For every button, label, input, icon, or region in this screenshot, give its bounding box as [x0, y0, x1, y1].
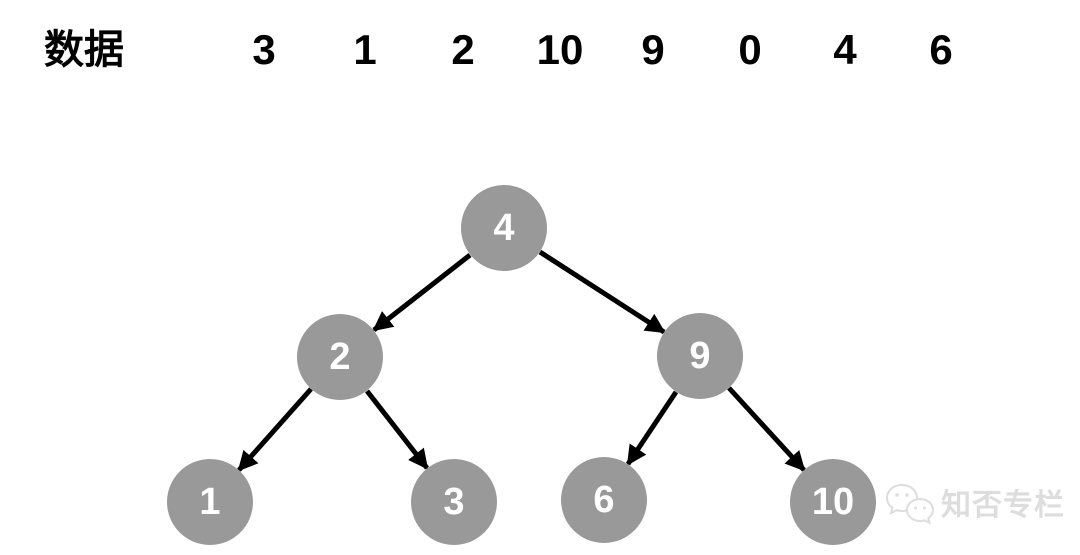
data-row-label: 数据 — [44, 28, 124, 72]
edge-4-2 — [372, 253, 472, 332]
data-value-0: 3 — [252, 26, 276, 73]
edge-2-3 — [365, 389, 429, 470]
data-value-3: 10 — [536, 26, 584, 73]
tree-node-2-label: 2 — [329, 336, 351, 378]
watermark-text: 知否专栏 — [941, 489, 1065, 522]
tree-node-2: 2 — [297, 314, 383, 400]
tree-node-6: 6 — [561, 457, 647, 543]
tree-node-1: 1 — [167, 459, 253, 545]
edge-9-6 — [625, 390, 679, 466]
watermark: 知否专栏 — [884, 482, 1065, 530]
tree-node-9: 9 — [657, 313, 743, 399]
edge-4-9 — [538, 249, 666, 335]
tree-node-10-label: 10 — [811, 481, 855, 523]
edge-9-10 — [727, 386, 806, 472]
tree-node-3-label: 3 — [443, 481, 465, 523]
tree-node-3: 3 — [411, 459, 497, 545]
data-value-2: 2 — [451, 26, 475, 73]
data-value-1: 1 — [353, 26, 377, 73]
tree-node-1-label: 1 — [199, 481, 221, 523]
tree-node-10: 10 — [790, 459, 876, 545]
edge-2-1 — [237, 387, 313, 472]
data-value-5: 0 — [738, 26, 762, 73]
tree-node-6-label: 6 — [593, 479, 615, 521]
tree-node-4: 4 — [461, 185, 547, 271]
tree-node-4-label: 4 — [493, 207, 515, 249]
data-value-4: 9 — [641, 26, 665, 73]
data-value-7: 6 — [929, 26, 953, 73]
tree-node-9-label: 9 — [689, 335, 711, 377]
data-value-6: 4 — [833, 26, 857, 73]
wechat-chat-bubbles-icon — [885, 483, 935, 525]
